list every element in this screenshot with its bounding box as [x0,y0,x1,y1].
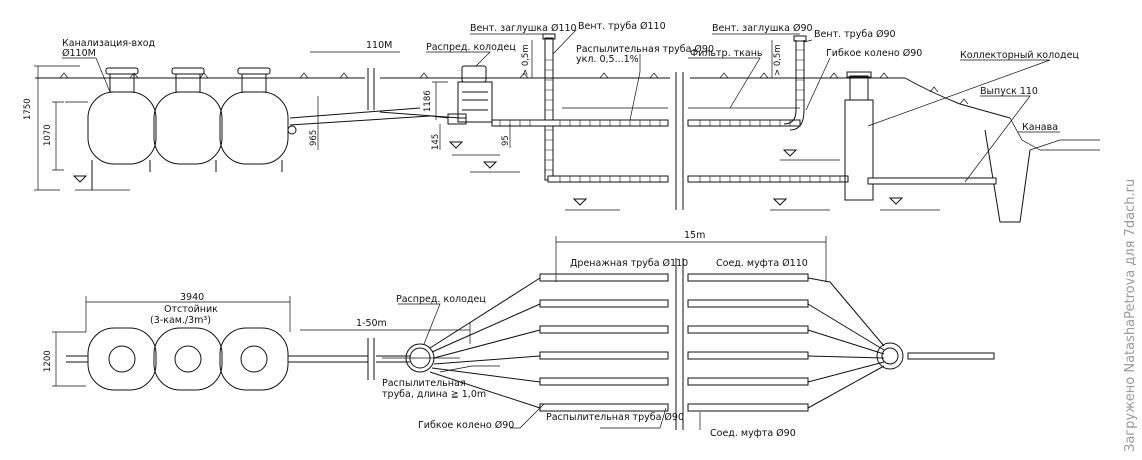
coupling-90-label: Соед. муфта Ø90 [710,428,796,439]
septic-tank-profile [65,67,297,191]
h965-label: 965 [309,130,319,146]
h1186-label: 1186 [423,90,433,112]
ground-line [35,68,1100,223]
h95-label: 95 [501,135,511,146]
outlet-pipe-to-well [289,107,431,126]
dist-pipe-b-label: труба, длина ≧ 1,0m [382,389,486,400]
h1750-label: 1750 [23,98,33,120]
tank-hatch-1 [105,67,139,93]
profile-dimensions [34,40,773,191]
distr-well-profile-label: Распред. колодец [426,42,516,53]
distribution-pipe-upper [491,119,801,127]
drain-rows [539,258,809,430]
filter-cloth-label: Фильтр. ткань [690,48,763,59]
vent-pipe-110-label: Вент. труба Ø110 [578,21,666,32]
depth-a-label: > 0,5m [521,44,531,76]
flex-elbow-90-label: Гибкое колено Ø90 [826,48,922,59]
coupling-110-label: Соед. муфта Ø110 [716,258,808,269]
dist-pipe-90-plan-label: Распылительная труба Ø90 [546,412,684,423]
dist-pipe-a-label: Распылительная [382,378,466,389]
tank-hatch-2 [171,67,205,93]
len-1-50m-label: 1-50m [356,318,387,329]
depth-b-label: > 0,5m [773,44,783,76]
distr-well-plan-label: Распред. колодец [396,294,486,305]
level-marks [470,149,840,211]
plan-view: 15m Дренажная труба Ø110 Соед. муфта Ø11… [43,230,995,439]
vent-pipe-90-label: Вент. труба Ø90 [814,29,896,40]
flex-elbow-plan-label: Гибкое колено Ø90 [418,420,514,431]
outlet-label: Выпуск 110 [980,86,1038,97]
w1200-label: 1200 [43,350,53,372]
tank-hatch-3 [237,67,271,93]
pipe-110-label: 110М [366,40,392,51]
vent-cap-90-label: Вент. заглушка Ø90 [712,23,813,34]
collector-well-plan [876,342,995,370]
dist-pipe-90-profile-label: Распылительная труба Ø90 [576,44,714,55]
drain-pipe-label: Дренажная труба Ø110 [570,258,688,269]
converging-pipes [807,277,885,409]
distribution-pipe-lower [547,175,849,183]
watermark: Загружено NatashaPetrova для 7dach.ru [1123,179,1138,452]
h145-label: 145 [431,134,441,150]
fan-out-pipes [429,277,541,409]
profile-leaders [62,29,1060,183]
vent-cap-110-label: Вент. заглушка Ø110 [470,23,577,34]
collector-well-profile [844,71,997,211]
septic-tank-plan [66,327,289,391]
ditch-label: Канава [1022,122,1058,133]
vent-pipe-90-profile [783,35,807,131]
distribution-well-profile [429,65,500,156]
h1070-label: 1070 [43,124,53,146]
len-15m-label: 15m [684,230,705,241]
slope-label: укл. 0,5...1% [576,54,639,65]
len-3940-label: 3940 [180,292,204,303]
profile-view: Канализация-вход Ø110М 110М 1750 1070 96… [23,21,1100,223]
inlet-dia-label: Ø110М [62,48,96,59]
plan-dimensions [52,236,827,387]
plan-main-pipe [288,355,410,363]
collector-well-label: Коллекторный колодец [960,50,1079,61]
settler-label: Отстойник [164,304,218,315]
settler-spec-label: (3-кам./3m³) [150,315,211,326]
vent-pipe-110-profile [542,33,556,181]
inlet-label: Канализация-вход [62,38,156,49]
plan-leaders [382,303,701,430]
